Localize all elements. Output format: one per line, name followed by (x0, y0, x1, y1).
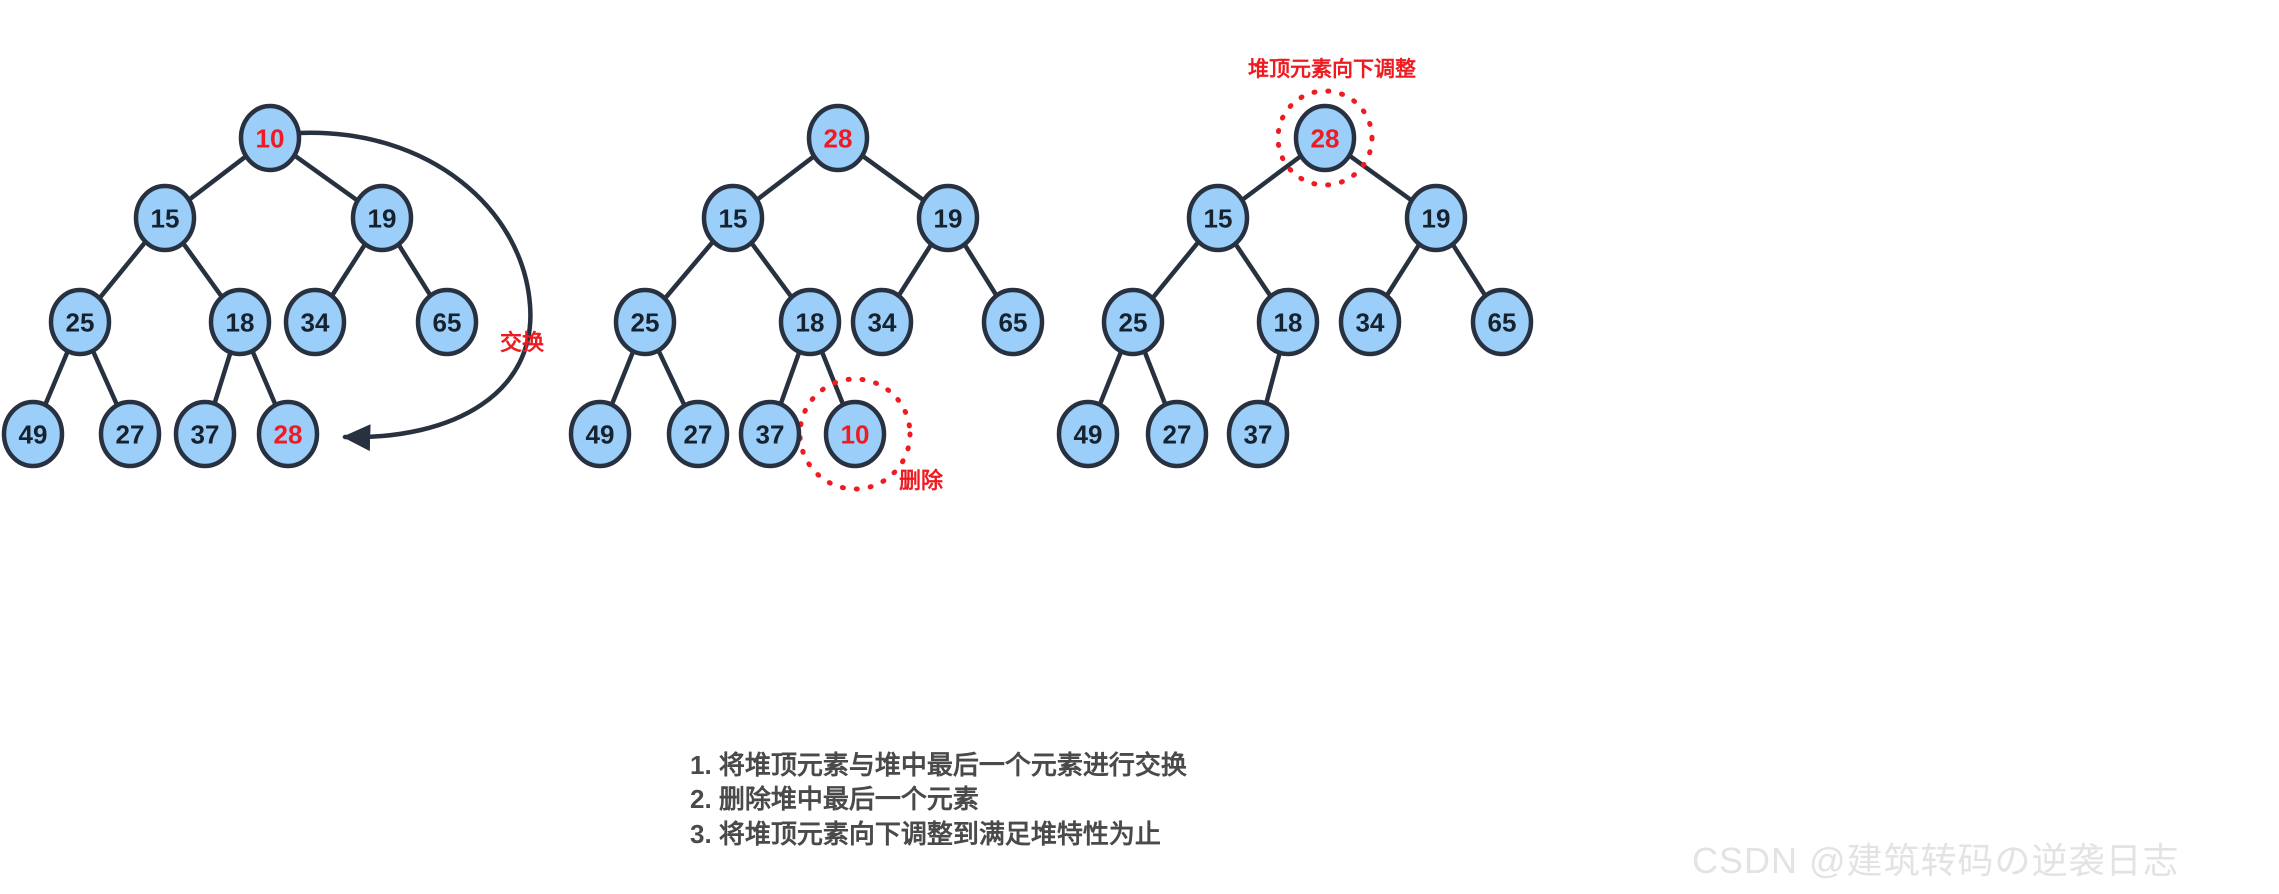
tree-edges-group (42, 151, 1489, 410)
tree-edge (89, 346, 121, 410)
tree-node-15[interactable] (1186, 183, 1250, 253)
tree-edge (249, 346, 279, 410)
tree-node-25[interactable] (1101, 287, 1165, 357)
tree-edge (1148, 237, 1203, 303)
tree-node-37[interactable] (738, 399, 802, 469)
tree-node-37[interactable] (173, 399, 237, 469)
tree-node-25[interactable] (48, 287, 112, 357)
tree-edge (661, 237, 717, 303)
tree-edge (185, 152, 250, 204)
tree-node-65[interactable] (1470, 287, 1534, 357)
tree-edge (1231, 239, 1275, 301)
csdn-watermark: CSDN @建筑转码の逆袭日志 (1692, 840, 2180, 881)
tree-edge (211, 348, 234, 408)
tree-node-25[interactable] (613, 287, 677, 357)
tree-node-19[interactable] (916, 183, 980, 253)
tree-node-10[interactable] (823, 399, 887, 469)
tree-edge (1383, 240, 1423, 300)
tree-node-34[interactable] (1338, 287, 1402, 357)
tree-node-37[interactable] (1226, 399, 1290, 469)
annotation-swap: 交换 (499, 330, 545, 355)
tree-edge (1238, 152, 1305, 204)
tree-node-28[interactable] (1293, 103, 1357, 173)
tree-edge (395, 240, 434, 300)
swap-arrow-group (296, 130, 533, 452)
caption-line-2: 2. 删除堆中最后一个元素 (690, 784, 979, 815)
tree-edge (753, 152, 818, 204)
caption-line-3: 3. 将堆顶元素向下调整到满足堆特性为止 (690, 818, 1161, 849)
caption-line-1: 1. 将堆顶元素与堆中最后一个元素进行交换 (690, 750, 1187, 780)
tree-node-34[interactable] (850, 287, 914, 357)
tree-node-49[interactable] (1056, 399, 1120, 469)
tree-node-18[interactable] (778, 287, 842, 357)
tree-edge (777, 347, 803, 409)
tree-node-27[interactable] (98, 399, 162, 469)
tree-edge (818, 347, 847, 409)
tree-edge (42, 346, 71, 410)
tree-edge (290, 151, 362, 205)
tree-edge (608, 347, 637, 409)
tree-node-34[interactable] (283, 287, 347, 357)
tree-edge (747, 238, 796, 302)
tree-edge (95, 237, 150, 303)
tree-edge (895, 240, 935, 300)
tree-edge (1345, 152, 1416, 204)
tree-node-49[interactable] (568, 399, 632, 469)
annotation-adjust-down: 堆顶元素向下调整 (1248, 58, 1416, 81)
ring-delete-dotted-circle-icon (797, 376, 913, 492)
tree-edge (328, 240, 369, 300)
tree-node-27[interactable] (1145, 399, 1209, 469)
tree-node-49[interactable] (1, 399, 65, 469)
tree-edge (961, 240, 1000, 300)
swap-arrow (296, 130, 533, 452)
tree-node-65[interactable] (981, 287, 1045, 357)
annotation-delete: 删除 (898, 468, 944, 493)
tree-node-18[interactable] (1256, 287, 1320, 357)
highlight-rings-group (797, 88, 1375, 492)
tree-node-27[interactable] (666, 399, 730, 469)
tree-node-15[interactable] (701, 183, 765, 253)
tree-edge (1449, 240, 1489, 300)
tree-edge (179, 239, 226, 301)
tree-edge (655, 346, 688, 410)
tree-node-15[interactable] (133, 183, 197, 253)
tree-node-28[interactable] (806, 103, 870, 173)
tree-node-18[interactable] (208, 287, 272, 357)
caption-block: 1. 将堆顶元素与堆中最后一个元素进行交换 2. 删除堆中最后一个元素 3. 将… (690, 748, 1187, 851)
tree-edge (1141, 347, 1169, 409)
tree-edge (1096, 347, 1125, 409)
ring-adjust-dotted-circle-icon (1275, 88, 1375, 188)
tree-node-28[interactable] (256, 399, 320, 469)
tree-node-65[interactable] (415, 287, 479, 357)
tree-edge (1263, 348, 1283, 408)
tree-node-19[interactable] (1404, 183, 1468, 253)
tree-nodes-group (1, 103, 1534, 469)
tree-edge (858, 152, 928, 204)
tree-node-10[interactable] (238, 103, 302, 173)
tree-node-19[interactable] (350, 183, 414, 253)
